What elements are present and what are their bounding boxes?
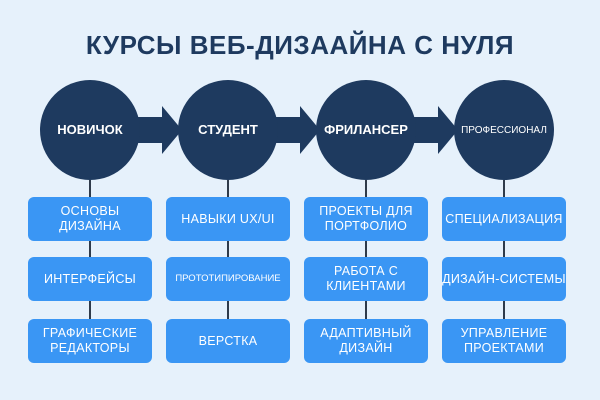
course-item: ГРАФИЧЕСКИЕ РЕДАКТОРЫ	[28, 319, 152, 363]
course-item: РАБОТА С КЛИЕНТАМИ	[304, 257, 428, 301]
course-item: ИНТЕРФЕЙСЫ	[28, 257, 152, 301]
course-item: ОСНОВЫ ДИЗАЙНА	[28, 197, 152, 241]
course-item: ПРОТОТИПИРОВАНИЕ	[166, 257, 290, 301]
page-title: КУРСЫ ВЕБ-ДИЗААЙНА С НУЛЯ	[85, 30, 515, 60]
course-item: АДАПТИВНЫЙ ДИЗАЙН	[304, 319, 428, 363]
course-item: ВЕРСТКА	[166, 319, 290, 363]
stage-professional: ПРОФЕССИОНАЛ	[454, 80, 554, 180]
stage-student: СТУДЕНТ	[178, 80, 278, 180]
course-item: СПЕЦИАЛИЗАЦИЯ	[442, 197, 566, 241]
flow-arrow	[406, 106, 458, 154]
flow-arrow	[130, 106, 182, 154]
course-item: УПРАВЛЕНИЕ ПРОЕКТАМИ	[442, 319, 566, 363]
course-item: НАВЫКИ UX/UI	[166, 197, 290, 241]
course-item: ДИЗАЙН-СИСТЕМЫ	[442, 257, 566, 301]
stage-freelancer: ФРИЛАНСЕР	[316, 80, 416, 180]
stage-novice: НОВИЧОК	[40, 80, 140, 180]
course-item: ПРОЕКТЫ ДЛЯ ПОРТФОЛИО	[304, 197, 428, 241]
flow-arrow	[268, 106, 320, 154]
